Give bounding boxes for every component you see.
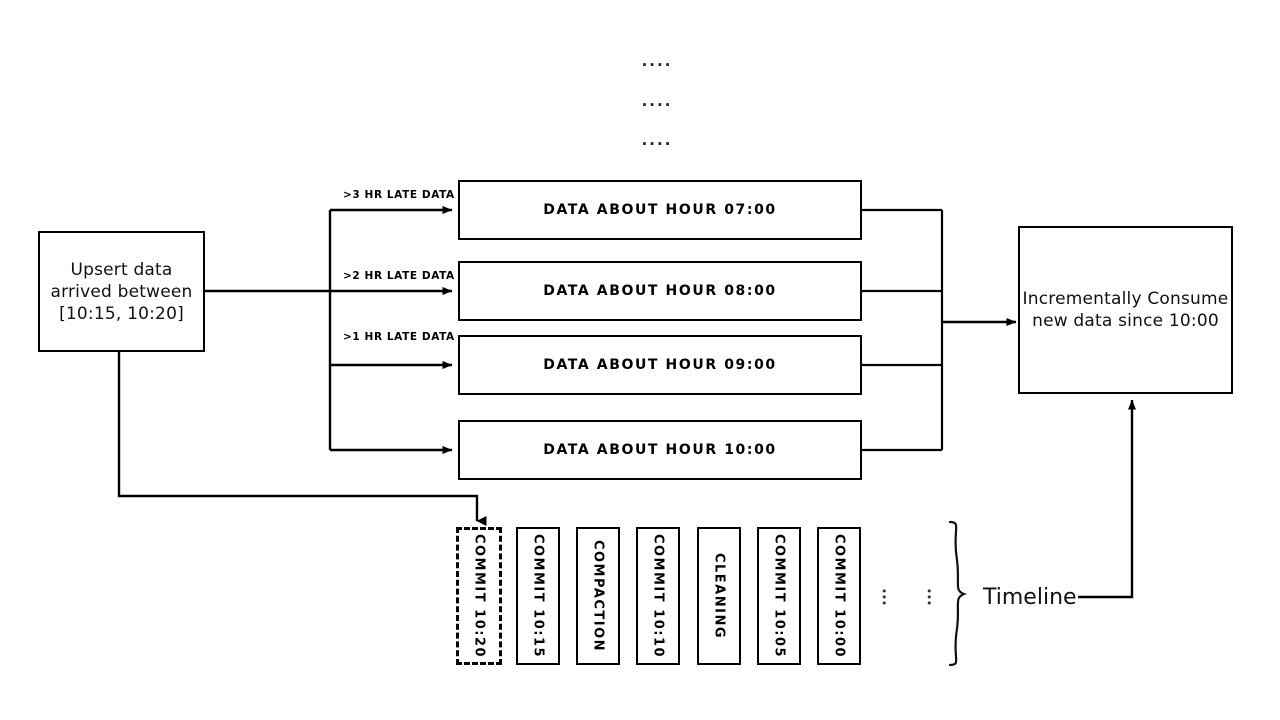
hour-box-08: DATA ABOUT HOUR 08:00 bbox=[458, 261, 862, 321]
timeline-box-commit-1010-label: COMMIT 10:10 bbox=[650, 533, 666, 659]
ellipsis-row-1: .... bbox=[641, 52, 673, 70]
ellipsis-row-2: .... bbox=[641, 92, 673, 110]
timeline-box-commit-1015-label: COMMIT 10:15 bbox=[530, 533, 546, 659]
timeline-box-commit-1020: COMMIT 10:20 bbox=[456, 527, 502, 665]
hour-box-09-label: DATA ABOUT HOUR 09:00 bbox=[543, 357, 777, 373]
hour-box-10: DATA ABOUT HOUR 10:00 bbox=[458, 420, 862, 480]
incremental-consume-text: Incrementally Consume new data since 10:… bbox=[1023, 288, 1229, 332]
timeline-box-commit-1010: COMMIT 10:10 bbox=[636, 527, 680, 665]
timeline-box-commit-1000-label: COMMIT 10:00 bbox=[831, 533, 847, 659]
upsert-source-box: Upsert data arrived between [10:15, 10:2… bbox=[38, 231, 205, 352]
timeline-box-commit-1005-label: COMMIT 10:05 bbox=[771, 533, 787, 659]
late-label-3hr: >3 HR LATE DATA bbox=[343, 189, 455, 201]
timeline-box-commit-1020-label: COMMIT 10:20 bbox=[471, 533, 487, 659]
upsert-line-1: Upsert data bbox=[70, 259, 173, 280]
late-label-1hr: >1 HR LATE DATA bbox=[343, 331, 455, 343]
consume-line-1: Incrementally Consume bbox=[1022, 289, 1229, 309]
upsert-source-text: Upsert data arrived between [10:15, 10:2… bbox=[50, 259, 192, 325]
consume-line-2: new data since 10:00 bbox=[1032, 311, 1219, 331]
hour-box-09: DATA ABOUT HOUR 09:00 bbox=[458, 335, 862, 395]
timeline-box-commit-1000: COMMIT 10:00 bbox=[817, 527, 861, 665]
timeline-bracket-label: Timeline bbox=[983, 585, 1077, 610]
hour-box-10-label: DATA ABOUT HOUR 10:00 bbox=[543, 442, 777, 458]
timeline-box-commit-1005: COMMIT 10:05 bbox=[757, 527, 801, 665]
timeline-ellipsis-2: ••• bbox=[926, 585, 933, 610]
timeline-box-cleaning-label: CLEANING bbox=[711, 552, 727, 640]
timeline-ellipsis-1: ••• bbox=[881, 585, 888, 610]
ellipsis-row-3: .... bbox=[641, 131, 673, 149]
upsert-line-2: arrived between bbox=[50, 281, 193, 302]
timeline-box-compaction-label: COMPACTION bbox=[590, 539, 606, 653]
timeline-box-commit-1015: COMMIT 10:15 bbox=[516, 527, 560, 665]
upsert-line-3: [10:15, 10:20] bbox=[59, 303, 184, 324]
incremental-consume-box: Incrementally Consume new data since 10:… bbox=[1018, 226, 1233, 394]
hour-box-07: DATA ABOUT HOUR 07:00 bbox=[458, 180, 862, 240]
hour-box-08-label: DATA ABOUT HOUR 08:00 bbox=[543, 283, 777, 299]
hour-box-07-label: DATA ABOUT HOUR 07:00 bbox=[543, 202, 777, 218]
late-label-2hr: >2 HR LATE DATA bbox=[343, 270, 455, 282]
timeline-box-cleaning: CLEANING bbox=[697, 527, 741, 665]
timeline-box-compaction: COMPACTION bbox=[576, 527, 620, 665]
